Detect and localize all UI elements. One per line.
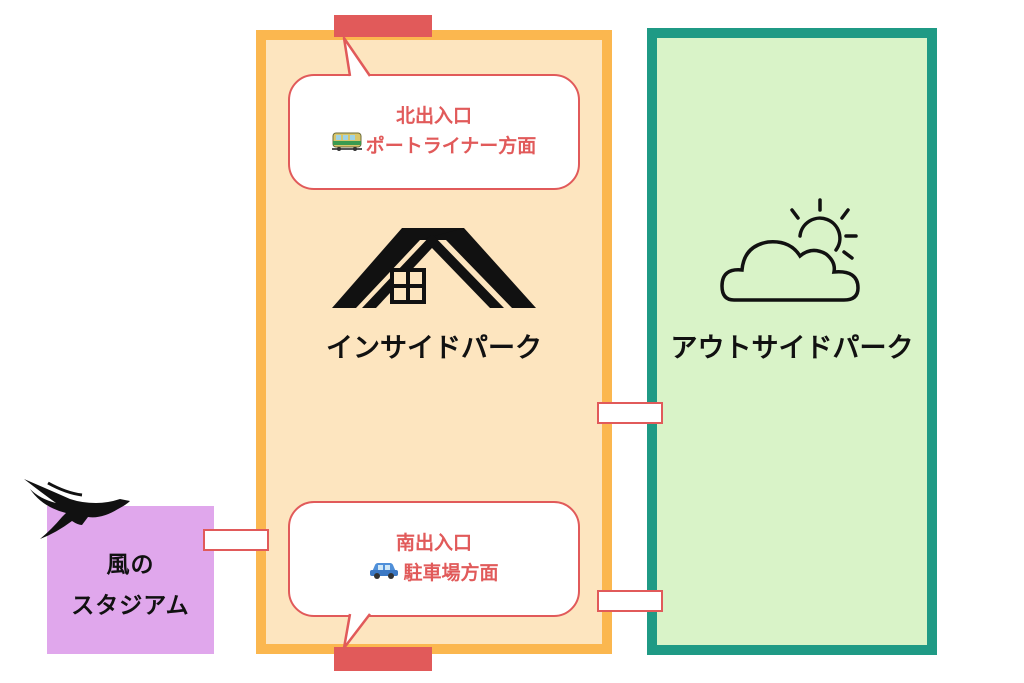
north-entrance-title: 北出入口 xyxy=(395,104,472,127)
stadium-label-line2: スタジアム xyxy=(71,593,190,619)
house-icon xyxy=(332,228,536,308)
stadium-area xyxy=(47,506,214,654)
north-entrance-bubble: 北出入口 ポートライナー方面 xyxy=(288,74,580,190)
south-bubble-tail xyxy=(342,613,371,650)
park-connector-lower xyxy=(597,590,663,612)
south-entrance-title: 南出入口 xyxy=(395,531,472,554)
stadium-label-line1: 風の xyxy=(106,552,155,578)
north-entrance-direction: ポートライナー方面 xyxy=(365,135,537,157)
car-icon xyxy=(369,558,399,589)
inside-park-label: インサイドパーク xyxy=(326,333,542,364)
north-bubble-tail xyxy=(342,36,372,77)
park-connector-upper xyxy=(597,402,663,424)
south-entrance-bubble: 南出入口 駐車場方面 xyxy=(288,501,580,617)
stadium-connector xyxy=(203,529,269,551)
outside-park-label: アウトサイドパーク xyxy=(670,333,914,364)
south-gate xyxy=(334,647,432,671)
cloud-sun-icon xyxy=(720,198,860,302)
bird-icon xyxy=(24,479,130,539)
outside-park-area xyxy=(647,28,937,655)
train-icon xyxy=(331,131,362,162)
south-entrance-direction: 駐車場方面 xyxy=(403,562,499,584)
north-gate xyxy=(334,15,432,37)
